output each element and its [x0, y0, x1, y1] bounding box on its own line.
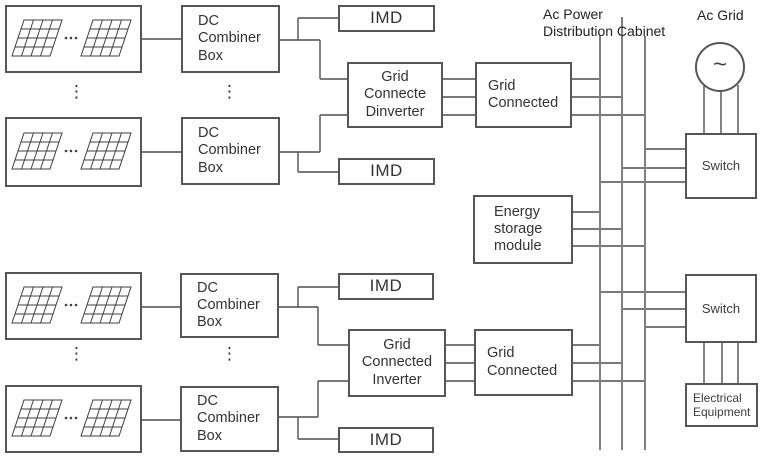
grid-connected-box-bottom: Grid Connected — [474, 329, 573, 396]
dc-combiner-label: DC Combiner Box — [198, 125, 261, 176]
imd-label: IMD — [369, 276, 403, 296]
dc-combiner-label: DC Combiner Box — [197, 279, 260, 331]
imd-box-2: IMD — [338, 158, 435, 185]
pv-array-box-3 — [5, 272, 142, 340]
ac-bus-lines — [599, 17, 646, 450]
ac-source-symbol: ~ — [712, 51, 727, 78]
vertical-ellipsis-1: ⋮ — [68, 82, 85, 101]
grid-connected-inverter-top: Grid Connecte Dinverter — [347, 62, 443, 128]
energy-storage-module-box: Energy storage module — [473, 195, 573, 264]
imd-box-3: IMD — [338, 273, 434, 300]
energy-storage-label: Energy storage module — [494, 203, 543, 255]
pv-array-icon — [11, 399, 132, 437]
vertical-ellipsis-4: ⋮ — [221, 344, 238, 363]
grid-connected-label: Grid Connected — [488, 77, 559, 111]
dc-combiner-box-3: DC Combiner Box — [180, 273, 279, 338]
electrical-equipment-box: Electrical Equipment — [685, 383, 758, 427]
imd-box-1: IMD — [338, 5, 435, 32]
pv-array-icon — [11, 19, 132, 57]
ac-source-icon: ~ — [695, 42, 745, 92]
imd-label: IMD — [370, 161, 403, 181]
dc-combiner-label: DC Combiner Box — [197, 393, 260, 444]
switch-label: Switch — [701, 158, 741, 174]
electrical-equipment-label: Electrical Equipment — [693, 390, 751, 419]
grid-connected-inverter-bottom: Grid Connected Inverter — [348, 329, 446, 397]
pv-array-box-4 — [5, 385, 142, 453]
switch-label: Switch — [701, 300, 741, 316]
vertical-ellipsis-2: ⋮ — [221, 82, 238, 101]
dc-combiner-box-4: DC Combiner Box — [180, 386, 279, 452]
grid-connected-box-top: Grid Connected — [475, 62, 572, 128]
pv-array-icon — [11, 286, 132, 324]
dc-combiner-label: DC Combiner Box — [198, 13, 261, 64]
switch-box-2: Switch — [685, 274, 757, 343]
dc-combiner-box-1: DC Combiner Box — [181, 5, 280, 73]
switch-box-1: Switch — [685, 133, 757, 199]
pv-array-icon — [11, 132, 132, 170]
pv-array-box-1 — [5, 5, 142, 73]
vertical-ellipsis-3: ⋮ — [68, 344, 85, 363]
imd-label: IMD — [370, 8, 403, 28]
imd-label: IMD — [369, 429, 403, 449]
pv-array-box-2 — [5, 117, 142, 187]
grid-connected-label: Grid Connected — [487, 345, 558, 379]
dc-combiner-box-2: DC Combiner Box — [181, 117, 280, 185]
inverter-label: Grid Connected Inverter — [361, 337, 433, 388]
ac-grid-label: Ac Grid — [697, 7, 744, 23]
imd-box-4: IMD — [338, 427, 434, 453]
inverter-label: Grid Connecte Dinverter — [363, 69, 427, 120]
ac-power-distribution-cabinet-label: Ac Power Distribution Cabinet — [543, 6, 666, 40]
